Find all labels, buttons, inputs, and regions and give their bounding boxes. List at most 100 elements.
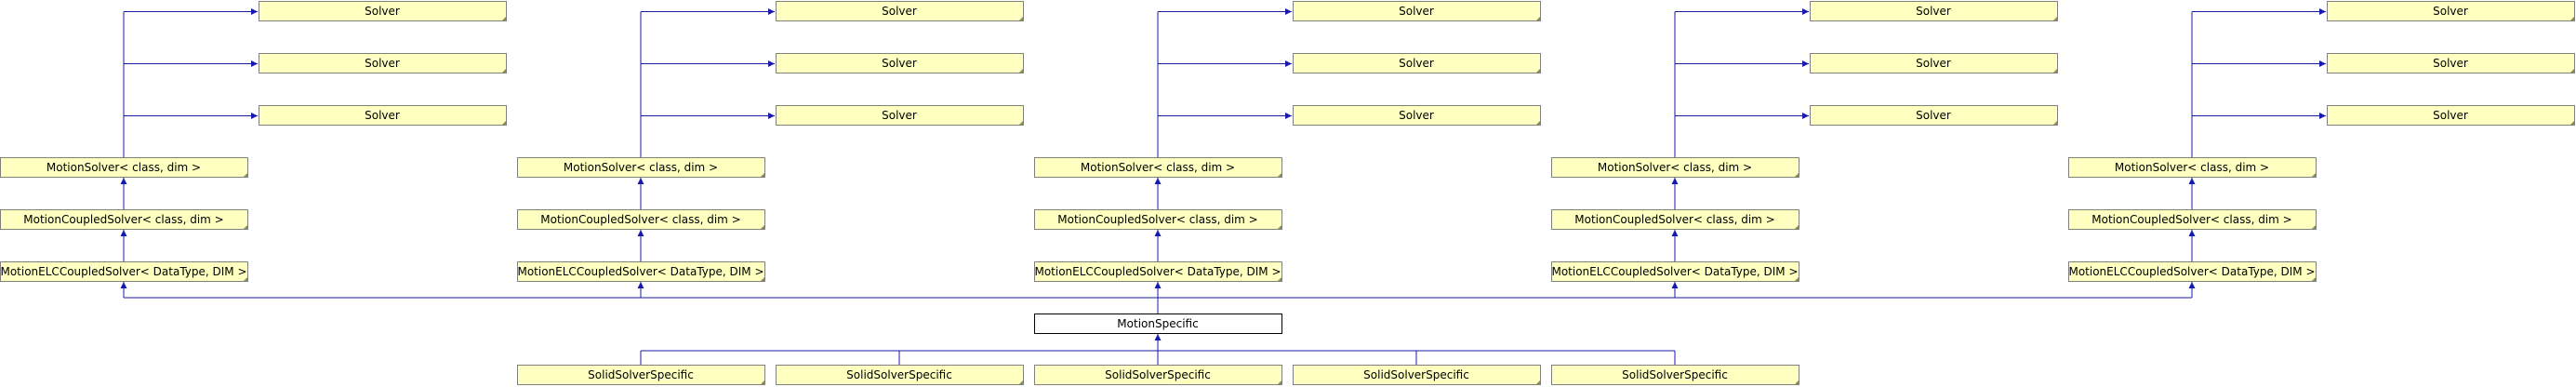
node-col4-motioncoupledsolver-class-dim-corner (2312, 225, 2316, 229)
node-col2-solver-1-box (1293, 53, 1541, 73)
node-motionspecific[interactable]: MotionSpecific (1034, 314, 1282, 334)
node-col1-motioncoupledsolver-class-dim-corner (761, 225, 764, 229)
node-col2-motioncoupledsolver-class-dim-corner (1278, 225, 1281, 229)
node-col3-solver-2-label: Solver (1916, 109, 1951, 122)
node-solidsolverspecific-1-corner (1019, 380, 1023, 384)
node-col1-solver-1[interactable]: Solver (776, 53, 1024, 73)
node-col1-solver-0-box (776, 1, 1024, 21)
node-col1-solver-2-box (776, 105, 1024, 126)
node-col4-solver-1[interactable]: Solver (2327, 53, 2575, 73)
node-col0-motionsolver-class-dim-corner (244, 173, 247, 177)
node-col0-solver-2-corner (502, 121, 506, 125)
node-col1-solver-1-label: Solver (882, 57, 917, 70)
node-col4-solver-0-label: Solver (2433, 5, 2468, 18)
node-col0-motionsolver-class-dim[interactable]: MotionSolver< class, dim > (0, 157, 248, 178)
node-solidsolverspecific-0-box (517, 365, 765, 385)
node-col4-solver-2-corner (2570, 121, 2574, 125)
node-col1-solver-1-corner (1019, 69, 1023, 73)
node-solidsolverspecific-0[interactable]: SolidSolverSpecific (517, 365, 765, 385)
node-col1-solver-0-label: Solver (882, 5, 917, 18)
node-col4-motionelccoupledsolver-datatype-dim-corner (2312, 277, 2316, 281)
node-col0-solver-0-box (259, 1, 507, 21)
node-col1-solver-0[interactable]: Solver (776, 1, 1024, 21)
node-col1-motionsolver-class-dim[interactable]: MotionSolver< class, dim > (517, 157, 765, 178)
node-col2-motioncoupledsolver-class-dim-box (1034, 209, 1282, 230)
node-motionspecific-label: MotionSpecific (1117, 317, 1198, 330)
node-col4-motionsolver-class-dim-box (2068, 157, 2317, 178)
node-col0-solver-0-label: Solver (365, 5, 400, 18)
node-col1-motioncoupledsolver-class-dim[interactable]: MotionCoupledSolver< class, dim > (517, 209, 765, 230)
node-col4-motionsolver-class-dim[interactable]: MotionSolver< class, dim > (2068, 157, 2317, 178)
node-col4-solver-2-label: Solver (2433, 109, 2468, 122)
node-col3-motioncoupledsolver-class-dim[interactable]: MotionCoupledSolver< class, dim > (1551, 209, 1799, 230)
node-solidsolverspecific-2-box (1034, 365, 1282, 385)
node-col0-solver-2-box (259, 105, 507, 126)
node-solidsolverspecific-1[interactable]: SolidSolverSpecific (776, 365, 1024, 385)
node-col0-solver-1-corner (502, 69, 506, 73)
node-col3-motionelccoupledsolver-datatype-dim-label: MotionELCCoupledSolver< DataType, DIM > (1551, 265, 1798, 278)
node-col3-motionsolver-class-dim-label: MotionSolver< class, dim > (1598, 161, 1752, 174)
node-solidsolverspecific-4[interactable]: SolidSolverSpecific (1551, 365, 1799, 385)
node-col0-solver-0[interactable]: Solver (259, 1, 507, 21)
node-col4-solver-1-label: Solver (2433, 57, 2468, 70)
node-col4-motionelccoupledsolver-datatype-dim[interactable]: MotionELCCoupledSolver< DataType, DIM > (2068, 261, 2317, 282)
node-col1-solver-2-label: Solver (882, 109, 917, 122)
node-col3-solver-2-corner (2053, 121, 2057, 125)
node-solidsolverspecific-3[interactable]: SolidSolverSpecific (1293, 365, 1541, 385)
node-col4-solver-0-corner (2570, 17, 2574, 20)
node-col2-motionsolver-class-dim[interactable]: MotionSolver< class, dim > (1034, 157, 1282, 178)
node-col2-motionelccoupledsolver-datatype-dim[interactable]: MotionELCCoupledSolver< DataType, DIM > (1034, 261, 1282, 282)
node-col3-motioncoupledsolver-class-dim-box (1551, 209, 1799, 230)
node-col0-solver-1-box (259, 53, 507, 73)
node-col4-solver-2-box (2327, 105, 2575, 126)
node-solidsolverspecific-1-box (776, 365, 1024, 385)
node-col2-motionsolver-class-dim-box (1034, 157, 1282, 178)
node-solidsolverspecific-0-label: SolidSolverSpecific (588, 368, 694, 381)
node-col2-motionelccoupledsolver-datatype-dim-label: MotionELCCoupledSolver< DataType, DIM > (1034, 265, 1281, 278)
node-col4-motioncoupledsolver-class-dim[interactable]: MotionCoupledSolver< class, dim > (2068, 209, 2317, 230)
node-col0-motioncoupledsolver-class-dim-box (0, 209, 248, 230)
node-col2-solver-0[interactable]: Solver (1293, 1, 1541, 21)
node-col2-solver-2-label: Solver (1399, 109, 1434, 122)
node-col1-motioncoupledsolver-class-dim-label: MotionCoupledSolver< class, dim > (540, 213, 740, 226)
node-col2-motioncoupledsolver-class-dim[interactable]: MotionCoupledSolver< class, dim > (1034, 209, 1282, 230)
node-col3-solver-2-box (1810, 105, 2058, 126)
node-col3-solver-1[interactable]: Solver (1810, 53, 2058, 73)
node-col0-solver-1[interactable]: Solver (259, 53, 507, 73)
node-col3-solver-0[interactable]: Solver (1810, 1, 2058, 21)
node-col3-solver-2[interactable]: Solver (1810, 105, 2058, 126)
node-col3-solver-0-label: Solver (1916, 5, 1951, 18)
node-col3-motionsolver-class-dim[interactable]: MotionSolver< class, dim > (1551, 157, 1799, 178)
node-col3-motionelccoupledsolver-datatype-dim[interactable]: MotionELCCoupledSolver< DataType, DIM > (1551, 261, 1799, 282)
node-solidsolverspecific-2-label: SolidSolverSpecific (1105, 368, 1211, 381)
node-col3-motionsolver-class-dim-box (1551, 157, 1799, 178)
node-col2-solver-1-label: Solver (1399, 57, 1434, 70)
node-col2-solver-0-corner (1536, 17, 1540, 20)
node-col4-solver-0-box (2327, 1, 2575, 21)
node-col0-motionelccoupledsolver-datatype-dim-corner (244, 277, 247, 281)
node-col4-solver-0[interactable]: Solver (2327, 1, 2575, 21)
node-col1-solver-2[interactable]: Solver (776, 105, 1024, 126)
node-solidsolverspecific-2[interactable]: SolidSolverSpecific (1034, 365, 1282, 385)
node-col0-solver-0-corner (502, 17, 506, 20)
inheritance-edges (120, 8, 2326, 365)
node-solidsolverspecific-4-label: SolidSolverSpecific (1622, 368, 1728, 381)
node-col0-motioncoupledsolver-class-dim-label: MotionCoupledSolver< class, dim > (23, 213, 223, 226)
node-solidsolverspecific-3-box (1293, 365, 1541, 385)
node-col0-motionelccoupledsolver-datatype-dim[interactable]: MotionELCCoupledSolver< DataType, DIM > (0, 261, 248, 282)
node-col2-motioncoupledsolver-class-dim-label: MotionCoupledSolver< class, dim > (1057, 213, 1257, 226)
node-col1-solver-1-box (776, 53, 1024, 73)
node-col2-motionelccoupledsolver-datatype-dim-corner (1278, 277, 1281, 281)
node-col1-motionsolver-class-dim-corner (761, 173, 764, 177)
node-col2-solver-2-corner (1536, 121, 1540, 125)
node-solidsolverspecific-3-label: SolidSolverSpecific (1363, 368, 1469, 381)
node-col1-motionelccoupledsolver-datatype-dim[interactable]: MotionELCCoupledSolver< DataType, DIM > (517, 261, 765, 282)
node-col2-solver-2[interactable]: Solver (1293, 105, 1541, 126)
node-col4-solver-2[interactable]: Solver (2327, 105, 2575, 126)
node-solidsolverspecific-2-corner (1278, 380, 1281, 384)
node-col2-solver-1[interactable]: Solver (1293, 53, 1541, 73)
node-col0-motioncoupledsolver-class-dim[interactable]: MotionCoupledSolver< class, dim > (0, 209, 248, 230)
node-col1-motionelccoupledsolver-datatype-dim-label: MotionELCCoupledSolver< DataType, DIM > (517, 265, 764, 278)
node-col0-solver-2[interactable]: Solver (259, 105, 507, 126)
